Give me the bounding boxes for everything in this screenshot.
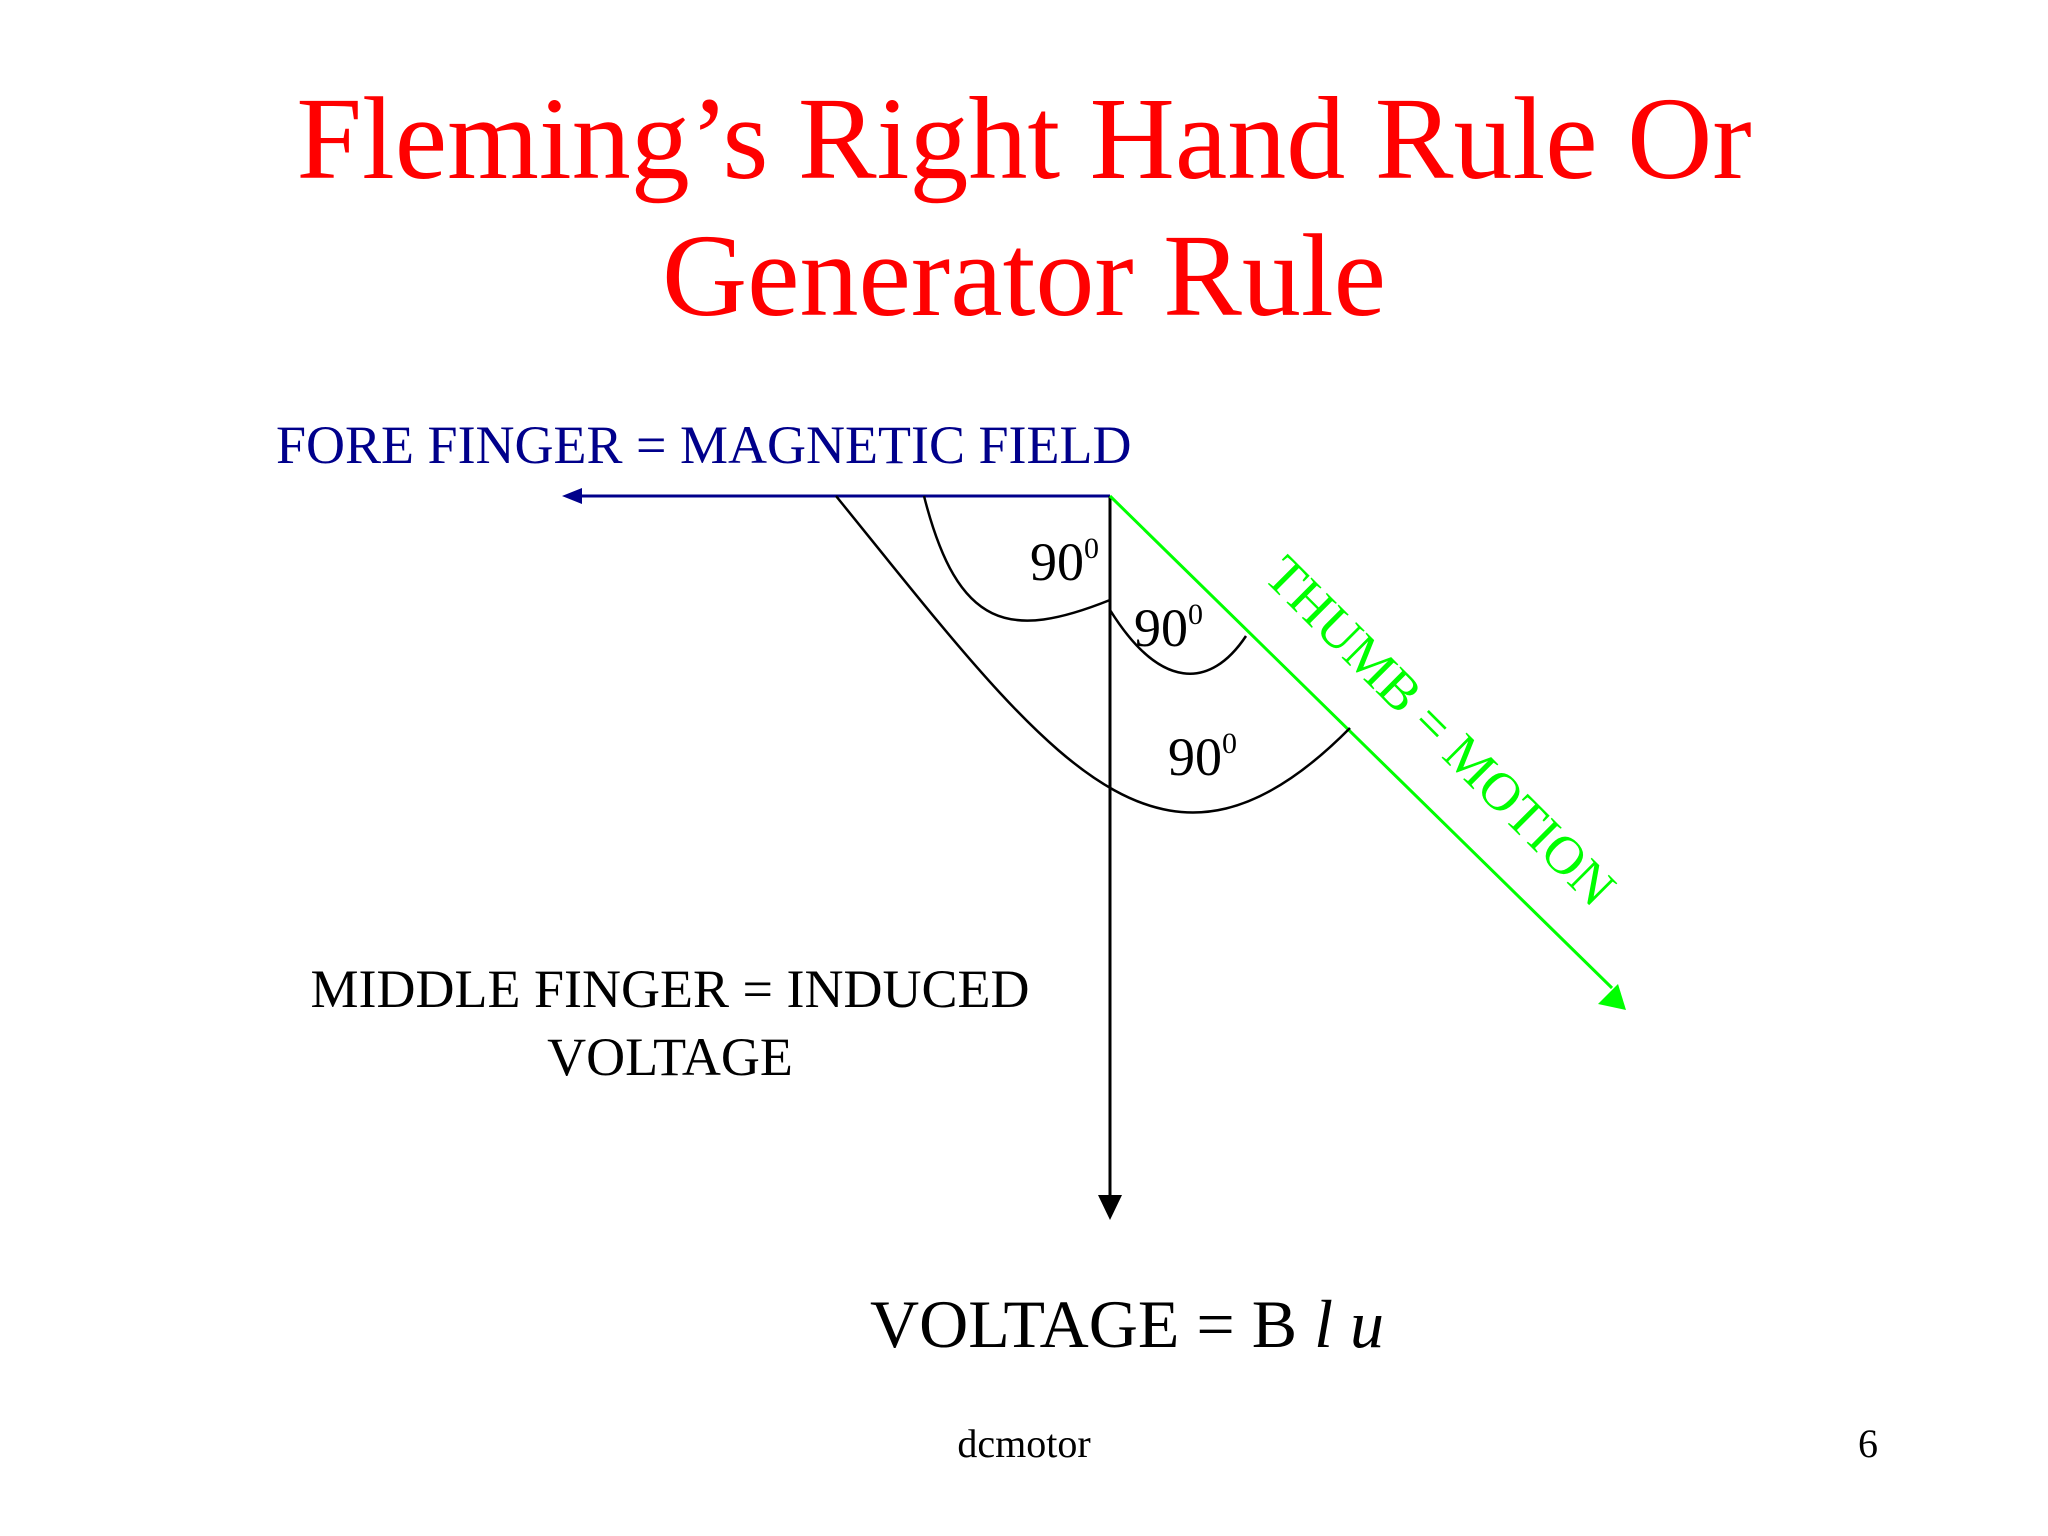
angle-label-3: 900 (1168, 727, 1237, 787)
title-line-2: Generator Rule (661, 210, 1387, 341)
formula-var-l: l (1314, 1286, 1333, 1362)
middle-finger-label: MIDDLE FINGER = INDUCED VOLTAGE (240, 955, 1100, 1091)
formula-prefix: VOLTAGE = B (870, 1286, 1298, 1362)
thumb-label: THUMB = MOTION (1254, 544, 1628, 918)
motion-arrowhead (1598, 984, 1626, 1010)
angle-arc-field-motion (835, 495, 1351, 814)
middle-finger-label-line-1: MIDDLE FINGER = INDUCED (310, 959, 1030, 1019)
motion-arrow-line (1108, 494, 1614, 990)
voltage-formula: VOLTAGE = B l u (870, 1285, 1384, 1364)
fore-finger-label: FORE FINGER = MAGNETIC FIELD (276, 415, 1131, 475)
voltage-arrowhead (1098, 1195, 1122, 1220)
footer-text: dcmotor (957, 1421, 1091, 1466)
angle-label-1: 900 (1030, 532, 1099, 592)
angle-label-2: 900 (1134, 598, 1203, 658)
slide-title: Fleming’s Right Hand Rule Or Generator R… (0, 70, 2048, 344)
page-number: 6 (1858, 1421, 1878, 1466)
middle-finger-label-line-2: VOLTAGE (547, 1027, 793, 1087)
angle-arc-voltage-motion (1108, 609, 1248, 675)
magnetic-field-arrowhead (562, 488, 582, 504)
title-line-1: Fleming’s Right Hand Rule Or (296, 73, 1752, 204)
formula-var-u: u (1349, 1286, 1384, 1362)
angle-arc-field-voltage (922, 495, 1111, 622)
